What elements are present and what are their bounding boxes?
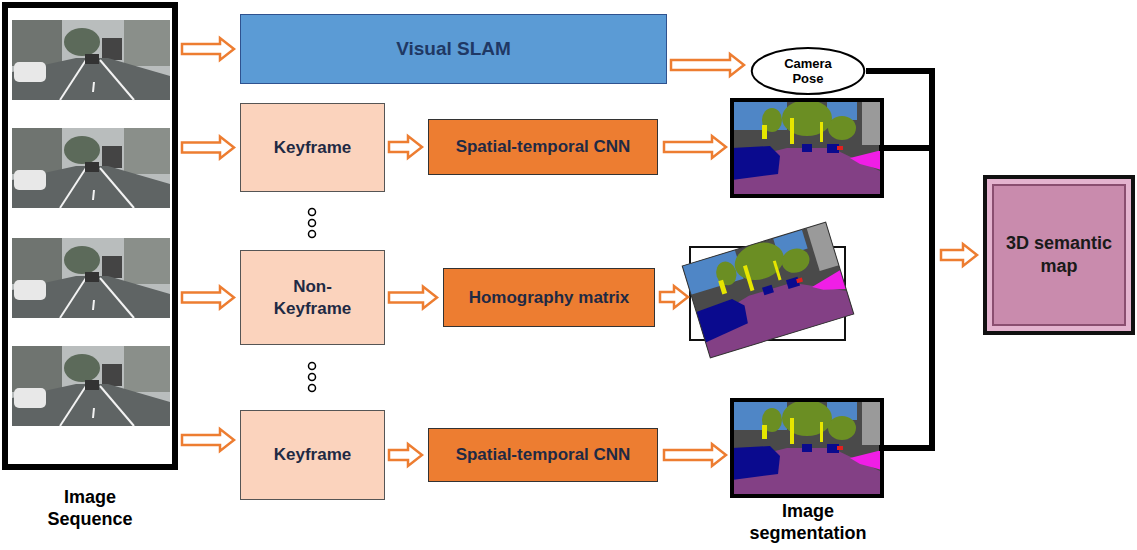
flow-arrow bbox=[182, 137, 234, 159]
node-label: Spatial-temporal CNN bbox=[456, 445, 631, 465]
column-label: Image segmentation bbox=[748, 500, 868, 544]
street-photo bbox=[12, 128, 170, 208]
block-arrow bbox=[389, 444, 422, 466]
street-photo bbox=[12, 238, 170, 318]
node-label: Spatial-temporal CNN bbox=[456, 137, 631, 157]
block-arrow bbox=[182, 137, 234, 159]
street-photo bbox=[12, 346, 170, 426]
node-label: Keyframe bbox=[274, 137, 352, 159]
process-box: Visual SLAM bbox=[240, 14, 667, 84]
flow-arrow bbox=[671, 54, 744, 76]
block-arrow bbox=[941, 244, 977, 266]
segmentation-image bbox=[732, 400, 882, 496]
node-label: 3D semantic map bbox=[999, 232, 1119, 278]
process-box: Homography matrix bbox=[443, 268, 655, 327]
block-arrow bbox=[389, 136, 422, 158]
block-arrow bbox=[389, 287, 437, 309]
flow-arrow bbox=[389, 444, 422, 466]
block-arrow bbox=[660, 136, 726, 466]
output-ellipse: Camera Pose bbox=[750, 46, 866, 96]
block-arrow bbox=[182, 429, 234, 451]
node-label: Non- Keyframe bbox=[265, 276, 360, 320]
block-arrow bbox=[671, 54, 744, 76]
frame-box: Keyframe bbox=[240, 103, 385, 192]
process-box: Spatial-temporal CNN bbox=[428, 119, 658, 175]
flow-arrow bbox=[182, 429, 234, 451]
merge-bracket bbox=[882, 148, 932, 448]
node-label: Visual SLAM bbox=[396, 38, 511, 60]
flow-arrow bbox=[869, 71, 977, 266]
image-sequence-panel: Image Sequence bbox=[2, 2, 178, 470]
frame-box: Keyframe bbox=[240, 410, 385, 500]
flow-arrow bbox=[182, 38, 234, 60]
node-label: Camera Pose bbox=[773, 56, 843, 86]
node-label: Image Sequence bbox=[40, 486, 140, 530]
merge-line bbox=[869, 71, 932, 255]
flow-arrow bbox=[389, 287, 437, 309]
flow-arrow bbox=[182, 287, 234, 309]
warped-segmentation bbox=[682, 222, 854, 358]
process-box: Spatial-temporal CNN bbox=[428, 428, 658, 482]
frame-box: Non- Keyframe bbox=[240, 250, 385, 345]
street-photo bbox=[12, 20, 170, 100]
node-label: Homography matrix bbox=[469, 288, 630, 308]
node-label: Keyframe bbox=[274, 444, 352, 466]
flow-arrow bbox=[389, 136, 422, 158]
block-arrow bbox=[182, 38, 234, 60]
segmentation-image bbox=[732, 100, 882, 196]
block-arrow bbox=[182, 287, 234, 309]
output-box: 3D semantic map bbox=[983, 175, 1135, 335]
